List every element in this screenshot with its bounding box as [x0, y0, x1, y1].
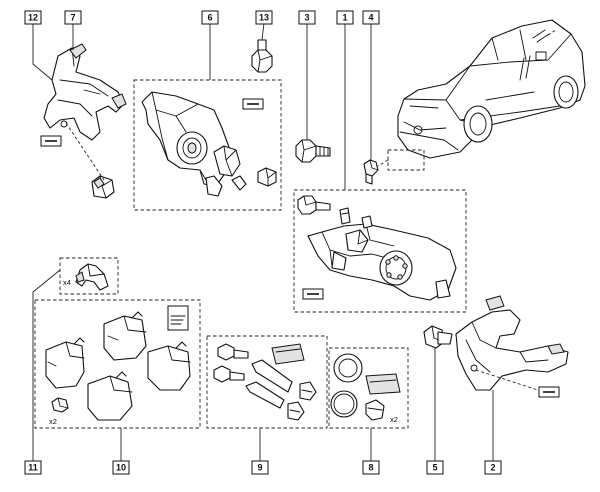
group-9-frame	[206, 335, 328, 429]
bleed-screw-part-4	[363, 159, 379, 185]
guide-pin-kit-group-9	[213, 343, 317, 421]
brake-caliper-group-1	[307, 207, 457, 301]
group-1-frame	[293, 189, 467, 313]
callout-12-label: 12	[28, 13, 38, 23]
callout-1-label: 1	[342, 13, 347, 23]
group-11-frame	[59, 257, 119, 295]
callout-1: 1	[336, 10, 354, 25]
part-4-dashed-guide	[377, 159, 389, 167]
callout-8-label: 8	[368, 463, 373, 473]
callout-3: 3	[298, 10, 316, 25]
callout-5-label: 5	[432, 463, 437, 473]
brake-pad-3	[147, 341, 191, 391]
carrier-bolt-left	[91, 175, 115, 199]
clips-quantity: x4	[63, 278, 71, 287]
label-sticker-right	[538, 386, 560, 398]
brake-pad-2	[103, 311, 147, 361]
group-8-frame	[328, 347, 409, 429]
callout-4-label: 4	[368, 13, 373, 23]
brake-caliper-group-6	[141, 91, 247, 197]
callout-11-label: 11	[28, 463, 38, 473]
instructions-booklet	[167, 305, 189, 331]
group-10-frame	[34, 299, 201, 429]
callout-11: 11	[24, 460, 42, 475]
slide-pin-part-5	[423, 325, 453, 349]
callout-7: 7	[64, 10, 82, 25]
bleed-screw-group-6	[257, 167, 277, 187]
label-sticker-group-6	[242, 98, 264, 110]
callout-13-label: 13	[259, 13, 269, 23]
callout-5: 5	[426, 460, 444, 475]
leader-11	[32, 269, 61, 462]
leader-12	[32, 23, 53, 81]
callout-2: 2	[484, 460, 502, 475]
group-6-frame	[133, 79, 282, 211]
callout-12: 12	[24, 10, 42, 25]
bolt-group-1	[297, 195, 331, 215]
bolt-part-3	[295, 139, 331, 163]
callout-10-label: 10	[116, 463, 126, 473]
brake-pad-4	[87, 371, 133, 421]
label-sticker-group-1	[302, 288, 324, 300]
callout-13: 13	[255, 10, 273, 25]
caliper-carrier-right	[455, 295, 569, 391]
callout-6: 6	[201, 10, 219, 25]
callout-7-label: 7	[70, 13, 75, 23]
callout-8: 8	[362, 460, 380, 475]
callout-3-label: 3	[304, 13, 309, 23]
callout-2-label: 2	[490, 463, 495, 473]
seal-kit-quantity: x2	[390, 415, 398, 424]
label-sticker-left	[40, 135, 62, 147]
callout-9: 9	[251, 460, 269, 475]
seal-kit-group-8	[330, 353, 401, 421]
vehicle-illustration	[397, 19, 586, 159]
caliper-carrier-left	[43, 43, 127, 141]
bolt-part-13	[251, 39, 273, 73]
callout-9-label: 9	[257, 463, 262, 473]
callout-10: 10	[112, 460, 130, 475]
brake-pad-1	[45, 337, 85, 389]
leader-13	[261, 22, 265, 41]
callout-4: 4	[362, 10, 380, 25]
pad-bolts-quantity: x2	[49, 417, 57, 426]
spring-clip-group-11	[75, 263, 109, 291]
pad-bolt-group-10	[51, 397, 69, 413]
carrier-dashed-guide	[65, 122, 105, 181]
callout-6-label: 6	[207, 13, 212, 23]
